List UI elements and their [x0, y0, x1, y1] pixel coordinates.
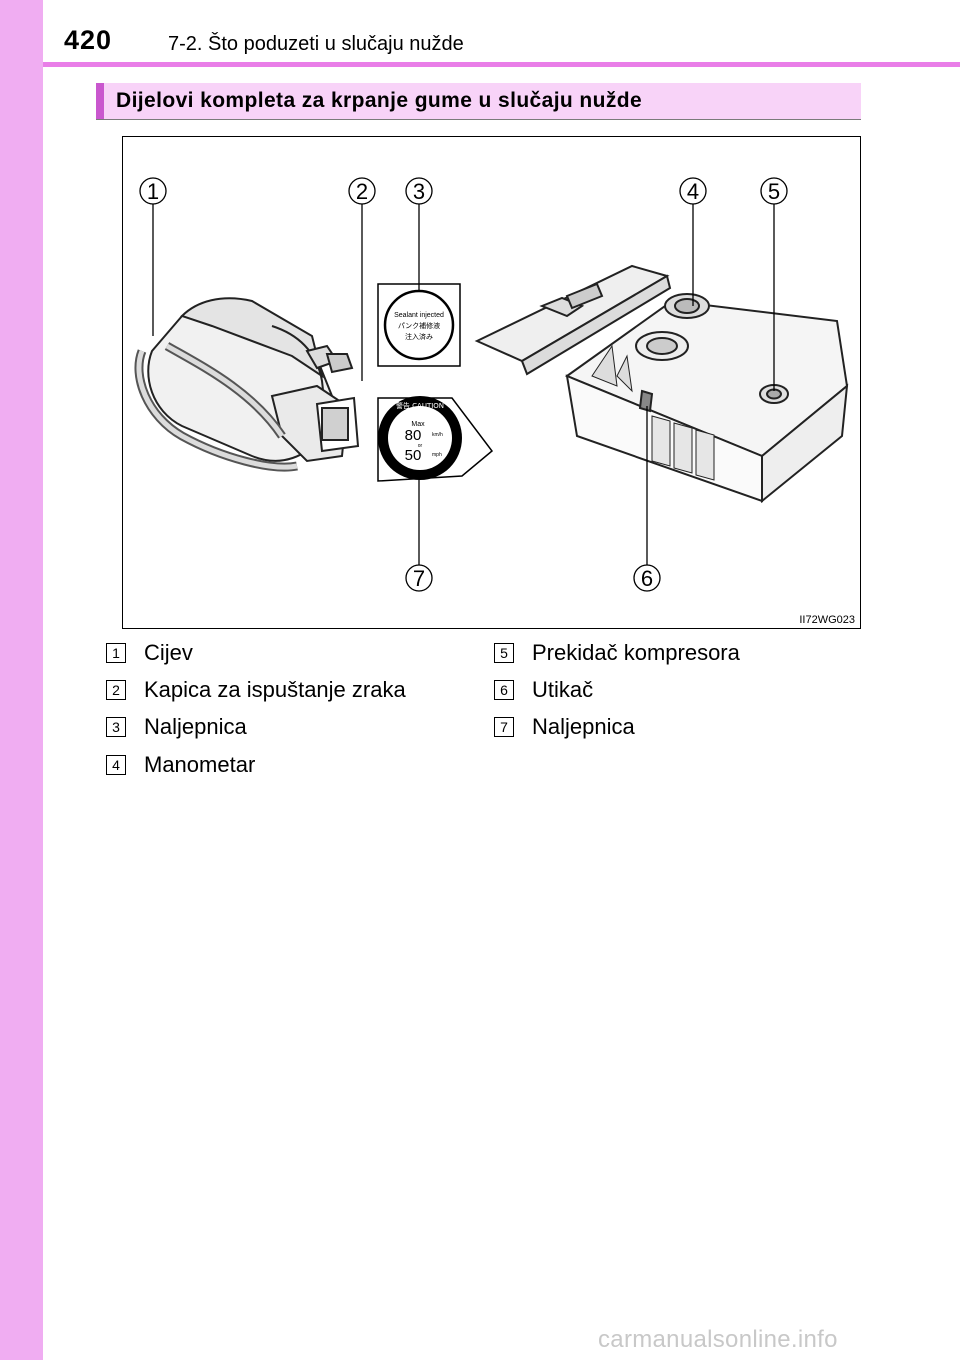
legend-item-4: 4 Manometar	[106, 752, 255, 778]
legend-number-7: 7	[494, 717, 514, 737]
section-heading-text: Dijelovi kompleta za krpanje gume u sluč…	[116, 89, 643, 112]
header-divider	[43, 62, 960, 67]
legend-label-6: Utikač	[532, 677, 594, 702]
legend-number-6: 6	[494, 680, 514, 700]
legend-label-7: Naljepnica	[532, 714, 635, 739]
chapter-title: 7-2. Što poduzeti u slučaju nužde	[168, 33, 464, 55]
sticker-unit-mph: mph	[432, 452, 442, 458]
sealant-bottle-drawing	[134, 297, 360, 472]
legend-item-5: 5 Prekidač kompresora	[494, 640, 740, 666]
legend-number-2: 2	[106, 680, 126, 700]
section-heading: Dijelovi kompleta za krpanje gume u sluč…	[96, 83, 861, 119]
repair-kit-figure: Sealant injected パンク補修液 注入済み 警告 CAUTION …	[122, 136, 861, 629]
callout-1: 1	[139, 177, 167, 205]
legend-number-3: 3	[106, 717, 126, 737]
compressor-drawing	[474, 264, 849, 504]
callout-6: 6	[633, 564, 661, 592]
callout-4-label: 4	[687, 179, 699, 204]
legend-label-5: Prekidač kompresora	[532, 640, 740, 665]
legend-label-1: Cijev	[144, 640, 193, 665]
legend-label-4: Manometar	[144, 752, 256, 777]
sticker-top-line1: Sealant injected	[394, 312, 444, 319]
callout-3: 3	[405, 177, 433, 205]
sticker-speed-kmh: 80	[405, 427, 422, 444]
site-watermark: carmanualsonline.info	[598, 1326, 838, 1353]
sticker-or-label: or	[418, 443, 423, 449]
figure-image-code: II72WG023	[799, 614, 855, 626]
sticker-top-line3: 注入済み	[405, 332, 433, 341]
legend-number-4: 4	[106, 755, 126, 775]
legend-item-2: 2 Kapica za ispuštanje zraka	[106, 677, 406, 703]
sticker-caution-speed: 警告 CAUTION Max 80 km/h or 50 mph	[377, 396, 494, 482]
sticker-speed-mph: 50	[405, 447, 422, 464]
legend-item-3: 3 Naljepnica	[106, 714, 247, 740]
sticker-max-label: Max	[411, 421, 425, 428]
callout-2-label: 2	[356, 179, 368, 204]
legend-item-1: 1 Cijev	[106, 640, 193, 666]
callout-7: 7	[405, 564, 433, 592]
callout-leaders	[152, 204, 775, 566]
callout-5: 5	[760, 177, 788, 205]
callout-6-label: 6	[641, 566, 653, 591]
legend-number-5: 5	[494, 643, 514, 663]
callout-7-label: 7	[413, 566, 425, 591]
sticker-sealant-injected: Sealant injected パンク補修液 注入済み	[377, 283, 461, 367]
callout-5-label: 5	[768, 179, 780, 204]
sticker-unit-kmh: km/h	[432, 432, 443, 438]
legend-number-1: 1	[106, 643, 126, 663]
page-number: 420	[64, 25, 113, 55]
callout-4: 4	[679, 177, 707, 205]
sticker-top-line2: パンク補修液	[398, 321, 440, 330]
heading-divider	[96, 119, 861, 120]
legend-item-7: 7 Naljepnica	[494, 714, 635, 740]
callout-3-label: 3	[413, 179, 425, 204]
callout-2: 2	[348, 177, 376, 205]
legend-label-2: Kapica za ispuštanje zraka	[144, 677, 406, 702]
sticker-caution-text: 警告 CAUTION	[396, 401, 444, 410]
repair-kit-illustration: Sealant injected パンク補修液 注入済み 警告 CAUTION …	[122, 136, 861, 629]
callout-1-label: 1	[147, 179, 159, 204]
legend-label-3: Naljepnica	[144, 714, 247, 739]
side-color-band	[0, 0, 43, 1360]
legend-item-6: 6 Utikač	[494, 677, 593, 703]
